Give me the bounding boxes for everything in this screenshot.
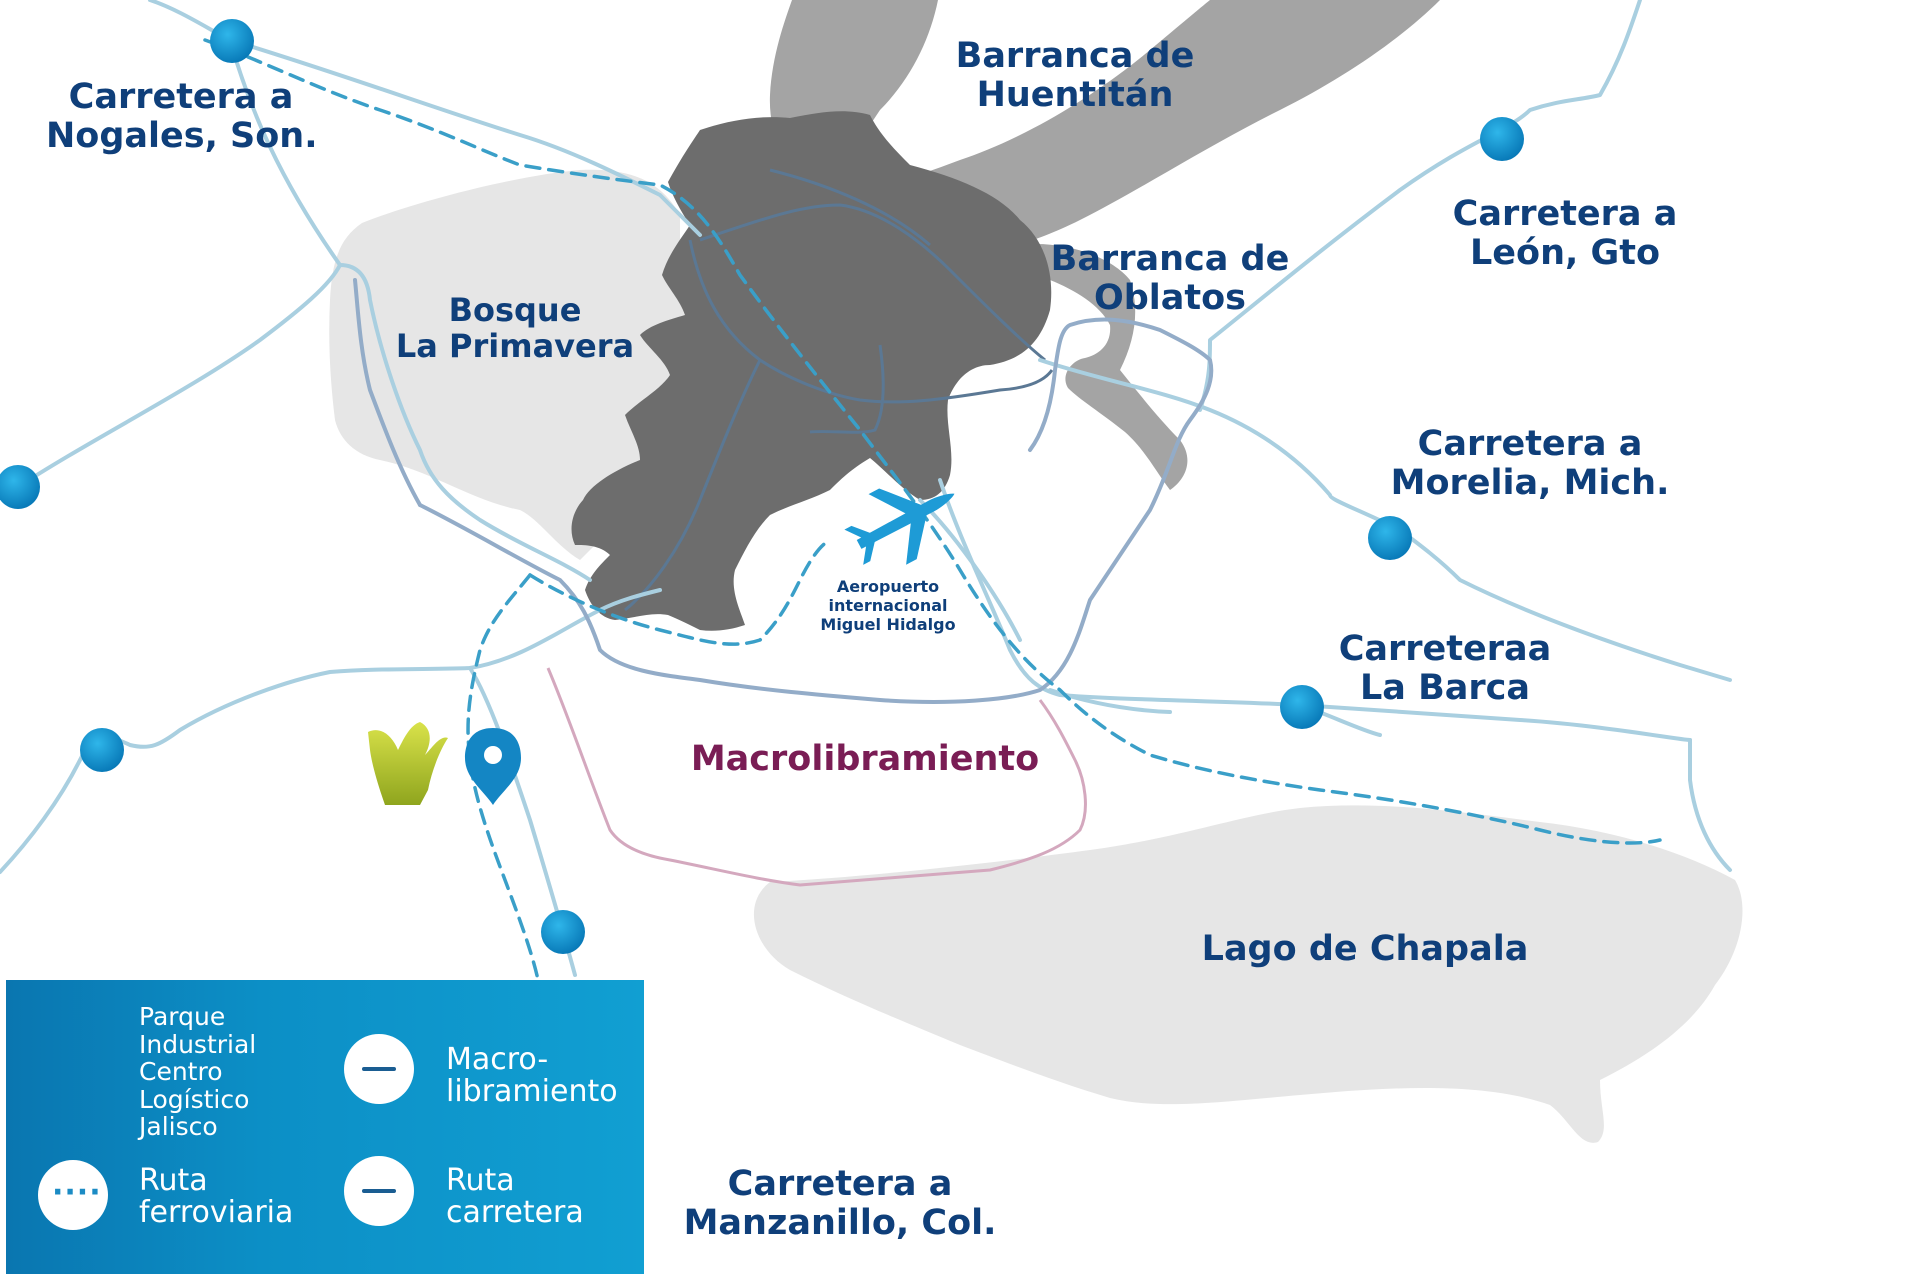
- forest-primavera: [329, 169, 692, 560]
- legend-road-icon: [344, 1156, 414, 1226]
- legend-macro-label: Macro-libramiento: [446, 1042, 618, 1110]
- marker-morelia: [1368, 516, 1412, 560]
- macrolibramiento-ring: [546, 667, 1087, 887]
- clj-logo-icon: [368, 722, 448, 805]
- city-roads: [624, 168, 1054, 612]
- marker-west: [0, 465, 40, 509]
- label-chapala: Lago de Chapala: [1201, 929, 1529, 969]
- legend-rail-icon: ····: [38, 1160, 108, 1230]
- road-markers: [0, 19, 1524, 954]
- marker-nogales: [210, 19, 254, 63]
- railways: [203, 38, 1662, 992]
- legend-macro-icon: [344, 1034, 414, 1104]
- ravine-oblatos: [1019, 244, 1188, 490]
- lake-chapala: [753, 805, 1743, 1143]
- map-pin-icon: [465, 728, 521, 805]
- marker-labarca: [1280, 685, 1324, 729]
- marker-manzanillo: [541, 910, 585, 954]
- marker-leon: [1480, 117, 1524, 161]
- label-macrolibramiento: Macrolibramiento: [690, 739, 1040, 779]
- highways: [0, 0, 1732, 977]
- airplane-icon: [844, 488, 955, 565]
- marker-southwest: [80, 728, 124, 772]
- ring-road: [353, 278, 1214, 704]
